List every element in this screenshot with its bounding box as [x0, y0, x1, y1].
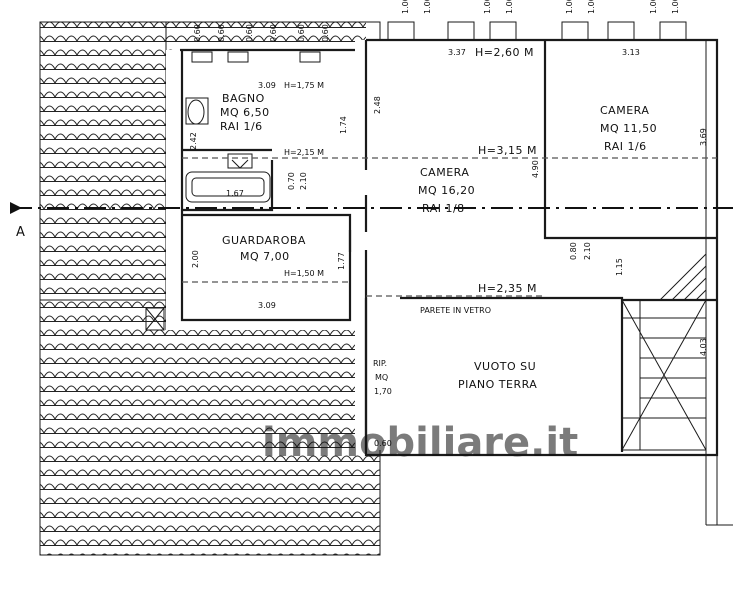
dim-313: 3.13	[622, 48, 640, 57]
camera-main-area: MQ 16,20	[418, 184, 475, 197]
section-marker-label: A	[16, 225, 25, 240]
guardaroba-height: H=1,50 M	[284, 269, 324, 278]
height-lines	[182, 157, 717, 297]
camera-main-rai: RAI 1/8	[422, 202, 465, 215]
dim-window-5: 0.60	[297, 24, 306, 42]
dimension-labels: 0.60 0.60 0.60 0.60 0.60 0.60 1.00 1.00 …	[189, 0, 708, 448]
section-axis	[10, 202, 733, 214]
dim-window-1: 0.60	[193, 24, 202, 42]
rip-area: MQ	[375, 373, 388, 382]
dim-top-2: 1.00	[423, 0, 432, 14]
dim-top-7: 1.00	[649, 0, 658, 14]
vuoto-line2: PIANO TERRA	[458, 378, 537, 391]
vuoto-line1: VUOTO SU	[474, 360, 536, 373]
dim-070: 0.70	[287, 172, 296, 190]
bagno-rai: RAI 1/6	[220, 120, 263, 133]
dim-060: 0.60	[374, 439, 392, 448]
staircase	[621, 253, 707, 451]
dim-window-4: 0.60	[269, 24, 278, 42]
roof-tiles	[39, 21, 381, 556]
dim-309-bottom: 3.09	[258, 301, 276, 310]
room-labels: BAGNO MQ 6,50 RAI 1/6 H=1,75 M H=2,15 M …	[16, 46, 657, 396]
guardaroba-name: GUARDAROBA	[222, 234, 306, 247]
dim-369: 3.69	[699, 128, 708, 146]
dim-080: 0.80	[569, 242, 578, 260]
camera-main-height-bottom: H=2,35 M	[478, 282, 537, 295]
dim-window-3: 0.60	[245, 24, 254, 42]
camera-right-area: MQ 11,50	[600, 122, 657, 135]
dim-200: 2.00	[191, 250, 200, 268]
dim-top-5: 1.00	[565, 0, 574, 14]
bathroom-fixtures	[185, 97, 271, 203]
dim-242: 2.42	[189, 132, 198, 150]
rip-value: 1,70	[374, 387, 392, 396]
camera-main-name: CAMERA	[420, 166, 469, 179]
interior-area	[166, 40, 717, 450]
camera-main-height-top: H=2,60 M	[475, 46, 534, 59]
dim-window-2: 0.60	[217, 24, 226, 42]
bagno-height2: H=2,15 M	[284, 148, 324, 157]
dim-210-b: 2.10	[583, 242, 592, 260]
dim-top-6: 1.00	[587, 0, 596, 14]
bagno-name: BAGNO	[222, 92, 265, 105]
void-marker	[145, 307, 165, 331]
dim-177: 1.77	[337, 252, 346, 270]
dim-top-3: 1.00	[483, 0, 492, 14]
dim-top-4: 1.00	[505, 0, 514, 14]
dim-top-1: 1.00	[401, 0, 410, 14]
dim-174: 1.74	[339, 116, 348, 134]
dim-337: 3.37	[448, 48, 466, 57]
dim-248: 2.48	[373, 96, 382, 114]
dim-top-8: 1.00	[671, 0, 680, 14]
dim-309-top: 3.09	[258, 81, 276, 90]
windows	[191, 21, 687, 63]
camera-right-name: CAMERA	[600, 104, 649, 117]
camera-right-rai: RAI 1/6	[604, 140, 647, 153]
watermark-text: immobiliare.it	[262, 420, 578, 466]
walls	[180, 38, 733, 526]
parete-label: PARETE IN VETRO	[420, 306, 491, 315]
camera-main-height-mid: H=3,15 M	[478, 144, 537, 157]
dim-403: 4.03	[699, 338, 708, 356]
dim-490: 4.90	[531, 160, 540, 178]
section-arrow-icon	[10, 202, 22, 214]
bagno-height: H=1,75 M	[284, 81, 324, 90]
dim-167: 1.67	[226, 189, 244, 198]
bathtub-icon	[185, 171, 271, 203]
bagno-area: MQ 6,50	[220, 106, 270, 119]
guardaroba-area: MQ 7,00	[240, 250, 290, 263]
dim-210-a: 2.10	[299, 172, 308, 190]
rip-name: RIP.	[373, 359, 387, 368]
dim-115: 1.15	[615, 258, 624, 276]
dim-window-6: 0.60	[321, 24, 330, 42]
